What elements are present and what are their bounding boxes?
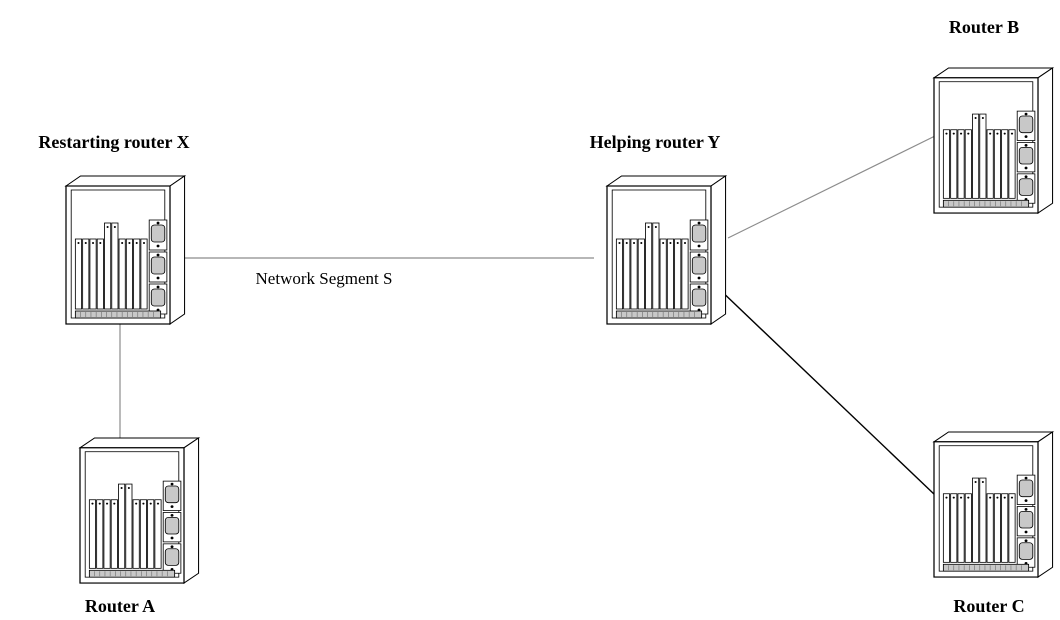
router-a-icon bbox=[79, 437, 200, 584]
router-c-label: Router C bbox=[953, 596, 1024, 616]
router-x-label: Restarting router X bbox=[38, 132, 189, 152]
router-b-label: Router B bbox=[949, 17, 1019, 37]
router-y-label: Helping router Y bbox=[590, 132, 721, 152]
router-x-icon bbox=[65, 175, 186, 325]
link-y-b bbox=[727, 135, 936, 239]
router-a-label: Router A bbox=[85, 596, 155, 616]
router-b-icon bbox=[933, 67, 1054, 214]
router-c-icon bbox=[933, 431, 1054, 578]
router-y-icon bbox=[606, 175, 727, 325]
link-x-y-label: Network Segment S bbox=[256, 269, 393, 288]
link-y-c bbox=[715, 285, 936, 496]
